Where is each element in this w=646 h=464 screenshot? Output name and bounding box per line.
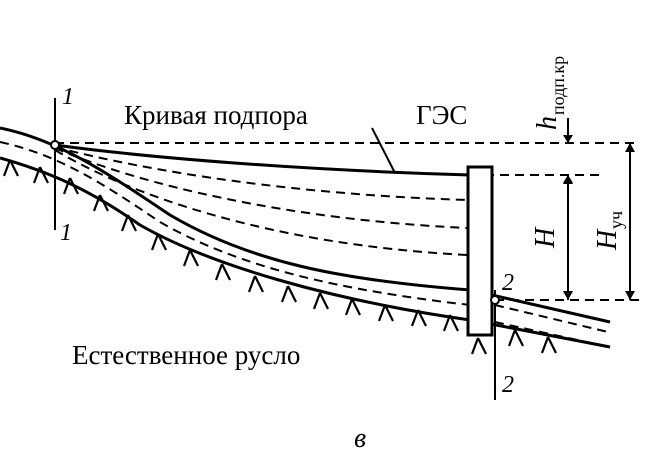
- hpp-label: ГЭС: [416, 100, 467, 130]
- svg-text:H: H: [530, 226, 561, 249]
- H-uch-arrow-top: [625, 143, 635, 152]
- H-uch-arrow-bottom: [625, 291, 635, 300]
- upper-bank-line: [0, 126, 611, 324]
- section-2-bottom-label: 2: [502, 372, 514, 398]
- lower-bank-line: [0, 156, 611, 349]
- downstream-dashed-line-2: [494, 321, 606, 347]
- backwater-dashed-3: [54, 149, 469, 256]
- h-podp-arrow-top: [563, 135, 573, 143]
- backwater-leader: [371, 127, 396, 174]
- H-uch-label: H уч: [592, 211, 626, 251]
- H-arrow-bottom: [563, 291, 573, 300]
- ground-hatching: [2, 159, 557, 355]
- backwater-dashed-2: [54, 147, 469, 229]
- svg-text:H: H: [592, 228, 623, 251]
- svg-text:уч: уч: [606, 211, 626, 229]
- section-1-bottom-label: 1: [60, 220, 72, 246]
- section-1-top-label: 1: [62, 84, 74, 110]
- section-1-point: [50, 140, 60, 150]
- H-label: H: [530, 226, 561, 249]
- section-2-top-label: 2: [502, 270, 514, 296]
- figure-letter: в: [354, 423, 366, 454]
- svg-text:подп.кр: подп.кр: [548, 56, 568, 115]
- channel-dashed-line: [0, 141, 471, 306]
- h-podp-label: h подп.кр: [532, 56, 568, 130]
- natural-channel-label: Естественное русло: [72, 340, 300, 370]
- hpp-dam: [466, 165, 494, 337]
- svg-text:h: h: [532, 116, 563, 130]
- H-arrow-top: [563, 175, 573, 184]
- section-2-point: [490, 295, 500, 305]
- backwater-curve-label: Кривая подпора: [124, 100, 308, 130]
- downstream-dashed-line: [494, 304, 609, 333]
- backwater-dashed-1: [54, 146, 469, 201]
- backwater-curve: [54, 143, 471, 177]
